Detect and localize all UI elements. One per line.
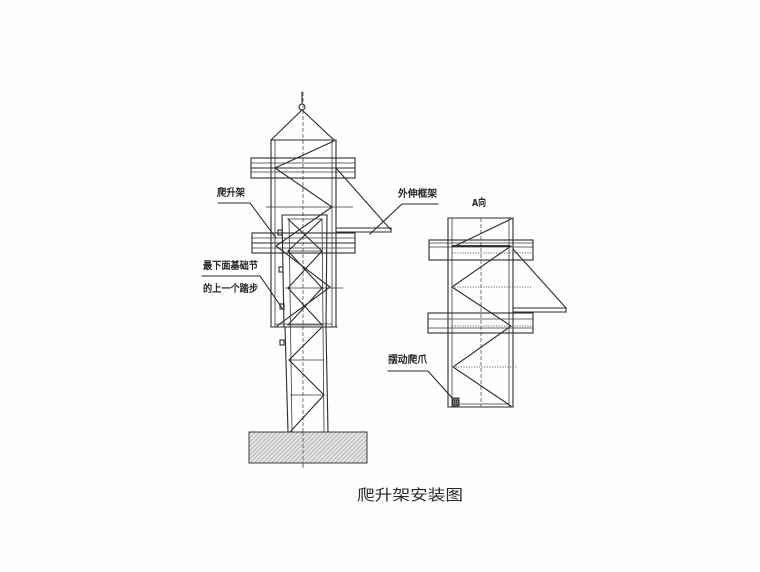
lower-beam-side bbox=[427, 312, 534, 334]
step-marker bbox=[279, 303, 285, 310]
steps bbox=[277, 229, 285, 346]
view-a: A向 bbox=[387, 196, 567, 408]
foundation bbox=[248, 431, 368, 464]
label-swing-claw: 摆动爬爪 bbox=[388, 353, 428, 366]
label-outrigger-frame: 外伸框架 bbox=[397, 187, 437, 200]
leader-base-section bbox=[201, 275, 283, 309]
frame-bracing bbox=[451, 245, 512, 407]
upper-beam bbox=[250, 157, 356, 179]
tower-sections bbox=[281, 214, 329, 433]
swing-claw bbox=[451, 397, 460, 407]
diagram-title: 爬升架安装图 bbox=[357, 486, 463, 504]
label-view-a: A向 bbox=[472, 196, 486, 209]
label-base-section-line2: 的上一个踏步 bbox=[203, 282, 258, 295]
leader-climbing-frame bbox=[217, 202, 277, 239]
lifting-sling bbox=[270, 109, 335, 141]
outrigger-frame-side bbox=[512, 248, 567, 313]
step-marker bbox=[279, 339, 285, 346]
hook-icon bbox=[298, 91, 306, 111]
frame-bracing bbox=[273, 140, 335, 327]
elevation-view: 爬升架 最下面基础节 的上一个踏步 外伸框架 bbox=[201, 91, 439, 468]
leader-outrigger-frame bbox=[369, 203, 439, 235]
leader-swing-claw bbox=[387, 370, 454, 400]
label-climbing-frame: 爬升架 bbox=[216, 186, 245, 199]
lower-beam bbox=[251, 232, 356, 254]
outrigger-frame bbox=[335, 167, 392, 233]
step-marker bbox=[277, 229, 283, 236]
label-base-section-line1: 最下面基础节 bbox=[203, 259, 258, 272]
upper-beam-side bbox=[428, 239, 534, 261]
step-marker bbox=[278, 266, 284, 273]
